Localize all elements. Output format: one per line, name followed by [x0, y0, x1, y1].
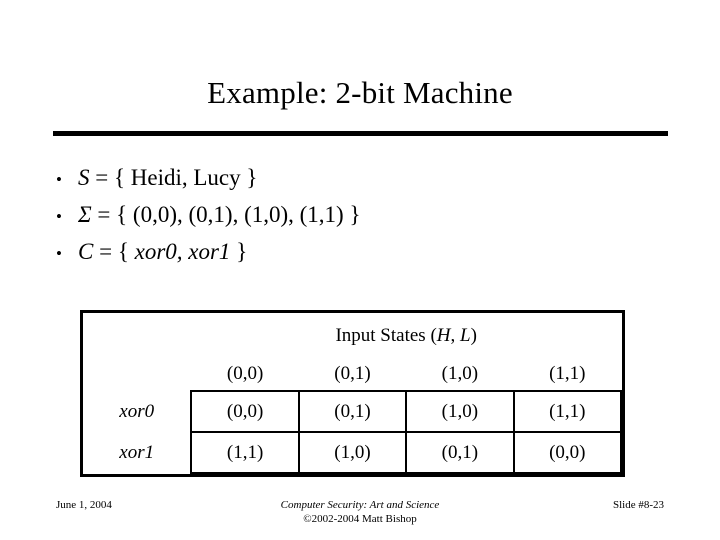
bullet-text: C = { xor0, xor1 } — [78, 234, 247, 269]
bullet-body-pre: = { — [93, 239, 135, 264]
list-item: • Σ = { (0,0), (0,1), (1,0), (1,1) } — [56, 197, 676, 234]
table-cell: (0,0) — [512, 430, 623, 475]
bullet-body-post: } — [230, 239, 248, 264]
table-cell: (1,1) — [190, 430, 300, 475]
list-item: • C = { xor0, xor1 } — [56, 234, 676, 271]
machine-table: Input States (H, L) (0,0) (0,1) (1,0) (1… — [83, 313, 623, 475]
bullet-text: S = { Heidi, Lucy } — [78, 160, 257, 195]
column-header: (0,0) — [226, 363, 264, 385]
bullet-body: = { (0,0), (0,1), (1,0), (1,1) } — [91, 202, 361, 227]
page-title: Example: 2-bit Machine — [207, 75, 513, 110]
bullet-body: = { Heidi, Lucy } — [89, 165, 258, 190]
bullet-variable: S — [78, 165, 90, 190]
title-divider — [53, 131, 668, 136]
input-states-header: Input States (H, L) — [191, 313, 621, 357]
bullet-dot-icon: • — [56, 244, 62, 263]
input-states-var-l: L — [460, 324, 471, 346]
table-row: xor1 (1,1) (1,0) (0,1) (0,0) — [83, 430, 623, 475]
list-item: • S = { Heidi, Lucy } — [56, 160, 676, 197]
input-states-label: Input States ( — [335, 324, 437, 346]
bullet-text: Σ = { (0,0), (0,1), (1,0), (1,1) } — [78, 197, 361, 232]
column-header: (1,1) — [549, 363, 586, 385]
table-corner-cell — [83, 357, 191, 391]
bullet-list: • S = { Heidi, Lucy } • Σ = { (0,0), (0,… — [56, 160, 676, 271]
table-cell: (1,0) — [297, 430, 408, 475]
table-row: xor0 (0,0) (0,1) (1,0) (1,1) — [83, 389, 623, 433]
table-cell: (0,1) — [297, 389, 408, 433]
footer-date: June 1, 2004 — [56, 499, 112, 511]
footer-slide-number: Slide #8-23 — [612, 499, 664, 511]
column-header: (0,1) — [334, 363, 371, 385]
row-label: xor0 — [119, 400, 155, 422]
column-header: (1,0) — [441, 363, 479, 385]
bullet-body-italic: xor0, xor1 — [134, 239, 231, 264]
input-states-var-h: H — [436, 324, 451, 346]
table-header-row: Input States (H, L) — [83, 313, 621, 357]
table-column-header-row: (0,0) (0,1) (1,0) (1,1) — [83, 357, 621, 391]
machine-table-container: Input States (H, L) (0,0) (0,1) (1,0) (1… — [80, 310, 625, 477]
table-cell: (1,0) — [405, 389, 515, 433]
bullet-dot-icon: • — [56, 170, 62, 189]
row-label: xor1 — [119, 441, 155, 463]
table-cell: (0,1) — [405, 430, 515, 475]
table-corner-cell — [83, 313, 191, 357]
footer-citation-block: Computer Security: Art and Science ©2002… — [0, 498, 720, 526]
slide-footer: June 1, 2004 Computer Security: Art and … — [0, 496, 720, 536]
bullet-dot-icon: • — [56, 207, 62, 226]
table-cell: (0,0) — [190, 389, 300, 433]
footer-copyright: ©2002-2004 Matt Bishop — [303, 513, 417, 525]
input-states-close: ) — [470, 324, 477, 346]
bullet-variable: Σ — [78, 202, 92, 227]
bullet-variable: C — [78, 239, 94, 264]
table-cell: (1,1) — [512, 389, 623, 433]
input-states-sep: , — [450, 324, 461, 346]
footer-citation: Computer Security: Art and Science — [280, 499, 440, 511]
